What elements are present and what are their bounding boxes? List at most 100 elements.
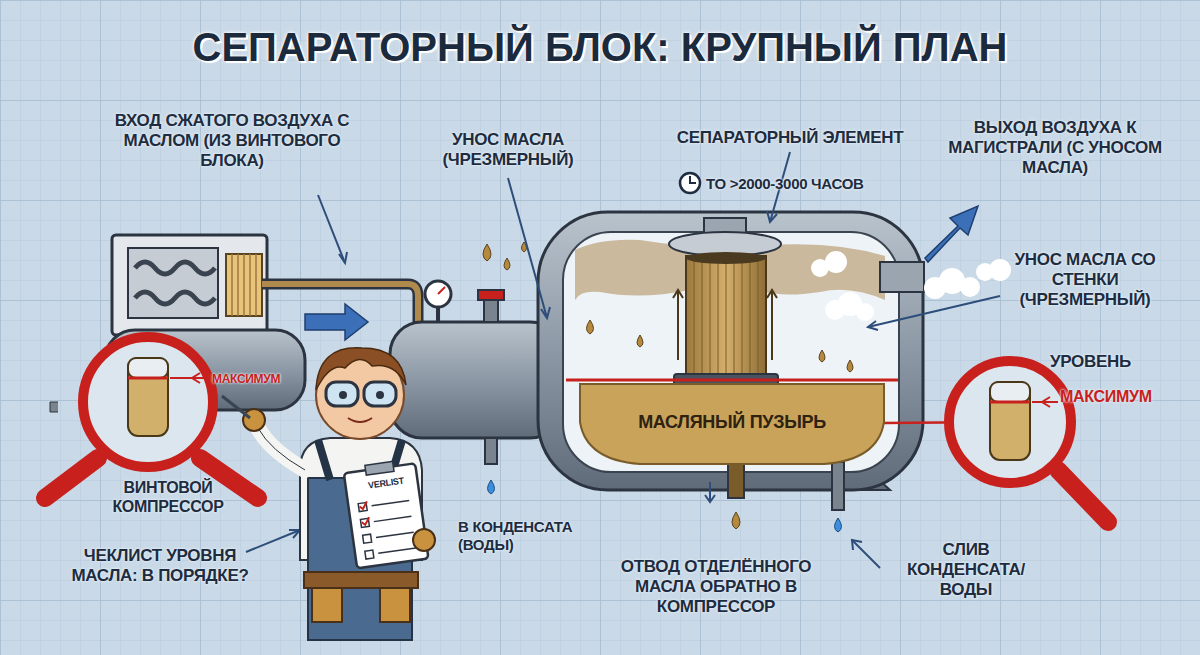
air-mist: [811, 251, 1011, 321]
technician-figure: [364, 382, 396, 406]
callout-label: СЛИВ КОНДЕНСАТА/ ВОДЫ: [901, 540, 1031, 600]
air-mist: [856, 303, 874, 321]
technician-figure: [312, 588, 342, 622]
separator-tank: [538, 212, 924, 490]
separator-element: [686, 252, 766, 264]
air-mist: [989, 259, 1011, 281]
technician-figure: [376, 391, 384, 399]
magnifier-glass: [128, 358, 168, 378]
separator-tank: [880, 262, 924, 292]
oil-drops: [847, 360, 853, 372]
technician-figure: [304, 572, 418, 588]
callout-label: СЕПАРАТОРНЫЙ ЭЛЕМЕНТ: [640, 128, 940, 148]
magnifier-glass: [990, 401, 1030, 404]
screw-compressor: [135, 292, 215, 304]
screw-compressor: [112, 235, 267, 335]
callout-label: УНОС МАСЛА (ЧРЕЗМЕРНЫЙ): [413, 130, 603, 170]
inlet-tank: [438, 287, 445, 294]
node-text: УРОВЕНЬ: [1050, 352, 1160, 372]
magnifier-glass: [990, 382, 1030, 402]
outlet-arrow: [925, 206, 978, 262]
technician-figure: [365, 461, 394, 475]
magnifier-node: МАКСИМУМ: [78, 332, 218, 472]
leader-arrow: [246, 530, 300, 552]
technician-figure: [326, 382, 358, 406]
technician-figure: [413, 529, 435, 551]
condensate-drain: [835, 518, 842, 532]
leader-arrow: [289, 530, 300, 538]
clipboard-text: VERLIST: [356, 474, 417, 493]
oil-drops: [483, 242, 527, 270]
oil-pool-node: МАСЛЯНЫЙ ПУЗЫРЬ: [580, 384, 884, 464]
separator-element: [767, 290, 777, 360]
leader-arrow: [852, 540, 880, 568]
separator-element: [686, 256, 766, 378]
magnifier-glass: [50, 402, 58, 412]
oil-drops: [637, 335, 643, 347]
node-text: МАКСИМУМ: [1060, 388, 1170, 407]
technician-figure: [339, 391, 347, 399]
leader-arrow: [508, 178, 547, 318]
node-text: МАСЛЯНЫЙ ПУЗЫРЬ: [580, 412, 884, 433]
callout-label: ВИНТОВОЙ КОМПРЕССОР: [98, 479, 238, 517]
technician-figure: [343, 458, 428, 568]
node-outline: [944, 356, 1076, 488]
leader-arrow: [868, 321, 878, 330]
oil-drops: [819, 350, 825, 362]
magnifier-glass: [1032, 397, 1058, 407]
oil-return-drain: [705, 482, 715, 502]
screw-compressor: [232, 254, 256, 316]
callout-label: ЧЕКЛИСТ УРОВНЯ МАСЛА: В ПОРЯДКЕ?: [65, 546, 255, 586]
oil-return-drain: [728, 462, 744, 498]
inlet-tank: [488, 480, 495, 494]
callout-label: УНОС МАСЛА СО СТЕНКИ (ЧРЕЗМЕРНЫЙ): [1000, 250, 1170, 310]
magnifier-glass: [128, 377, 168, 380]
inlet-tank: [484, 300, 498, 322]
technician-figure: [358, 503, 374, 560]
magnifier-glass: [946, 358, 1074, 486]
callout-label: ВХОД СЖАТОГО ВОЗДУХА С МАСЛОМ (ИЗ ВИНТОВ…: [114, 111, 350, 171]
leader-arrow: [541, 307, 550, 318]
magnifier-glass: [1058, 470, 1108, 522]
leader-arrow: [339, 252, 347, 263]
inlet-tank: [425, 281, 451, 307]
callout-label: В КОНДЕНСАТА (ВОДЫ): [458, 518, 588, 553]
technician-figure: [258, 428, 305, 470]
leader-arrow: [246, 152, 1000, 568]
magnifier-glass: [45, 458, 98, 498]
inlet-tank: [478, 290, 504, 300]
leader-arrow: [868, 296, 1000, 327]
technician-figure: [344, 463, 429, 568]
oil-drops: [587, 320, 854, 372]
screw-compressor: [128, 248, 218, 318]
technician-figure: [348, 418, 372, 422]
condensate-drain: [832, 462, 844, 532]
level-connector: [884, 421, 944, 424]
separator-element: [694, 256, 758, 378]
oil-return-drain: [705, 462, 744, 529]
flow-arrow: [305, 304, 368, 340]
technician-figure: [222, 348, 435, 640]
node-outline: [78, 332, 218, 472]
technician-figure: [359, 501, 370, 525]
level-line: [566, 379, 898, 382]
flow-arrow: [305, 304, 368, 340]
clock-icon: [690, 176, 696, 183]
callout-label: ОТВОД ОТДЕЛЁННОГО МАСЛА ОБРАТНО В КОМПРЕ…: [601, 557, 831, 617]
oil-return-drain: [732, 512, 740, 529]
node-text: МАКСИМУМ: [212, 372, 292, 386]
screw-compressor: [226, 254, 262, 316]
magnifier-ring: [949, 361, 1071, 483]
leader-arrow: [767, 211, 777, 222]
level-line: [566, 380, 898, 381]
callout-label: ВЫХОД ВОЗДУХА К МАГИСТРАЛИ (С УНОСОМ МАС…: [935, 118, 1175, 178]
technician-figure: [380, 588, 410, 622]
oil-pool: [580, 384, 884, 464]
technician-figure: [258, 428, 305, 470]
magnifier-glass: [946, 358, 1108, 522]
leader-arrow: [852, 540, 862, 550]
